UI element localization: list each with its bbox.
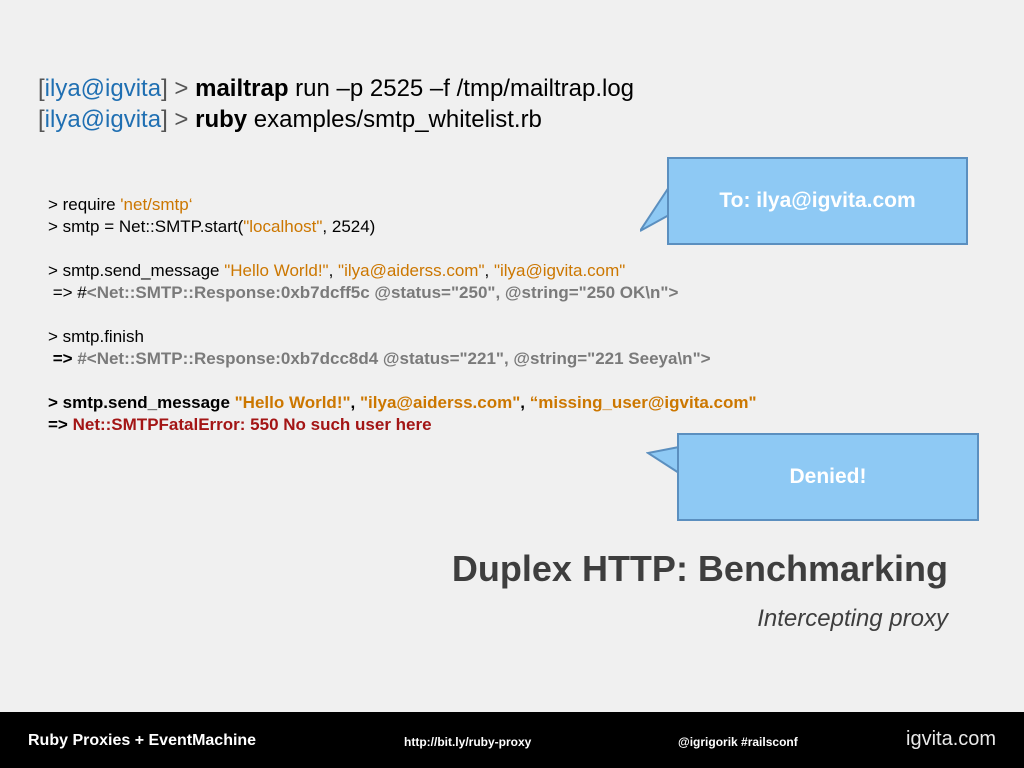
code-string: "localhost" <box>243 217 323 236</box>
code-text: => # <box>48 283 87 302</box>
code-text: , <box>350 393 360 412</box>
slide-title: Duplex HTTP: Benchmarking <box>451 548 948 589</box>
command-program: ruby <box>195 106 248 133</box>
code-response: <Net::SMTP::Response:0xb7dcff5c @status=… <box>86 283 679 302</box>
irb-session: > require 'net/smtp‘> smtp = Net::SMTP.s… <box>48 194 757 436</box>
bracket-close: ] <box>161 106 168 133</box>
footer-bar: Ruby Proxies + EventMachine http://bit.l… <box>0 712 1024 768</box>
code-arrow: => <box>48 349 78 368</box>
footer-talk-title: Ruby Proxies + EventMachine <box>28 732 257 749</box>
command-program: mailtrap <box>195 75 289 102</box>
slide-subtitle: Intercepting proxy <box>757 605 948 632</box>
command-args: examples/smtp_whitelist.rb <box>253 106 542 133</box>
code-response: #<Net::SMTP::Response:0xb7dcc8d4 @status… <box>77 349 711 368</box>
code-line: > smtp.finish <box>48 326 757 348</box>
code-text: , 2524) <box>322 217 376 236</box>
prompt-host: ilya@igvita <box>44 106 162 133</box>
blank-line <box>48 370 757 392</box>
code-string: "ilya@igvita.com" <box>493 261 626 280</box>
command-args: run –p 2525 –f /tmp/mailtrap.log <box>295 75 635 102</box>
code-text: , <box>484 261 494 280</box>
code-line: > smtp = Net::SMTP.start("localhost", 25… <box>48 216 757 238</box>
code-line: => Net::SMTPFatalError: 550 No such user… <box>48 414 757 436</box>
code-text: > smtp = Net::SMTP.start( <box>48 217 244 236</box>
code-string: "Hello World!" <box>234 393 351 412</box>
code-line: > smtp.send_message "Hello World!", "ily… <box>48 260 757 282</box>
code-text: > smtp.send_message <box>48 261 225 280</box>
callout-text: To: ilya@igvita.com <box>719 189 916 212</box>
code-string: "ilya@aiderss.com" <box>338 261 485 280</box>
prompt-symbol: > <box>174 75 189 102</box>
code-line: > smtp.send_message "Hello World!", "ily… <box>48 392 757 414</box>
code-text: , <box>520 393 530 412</box>
code-string: “missing_user@igvita.com" <box>529 393 757 412</box>
error-message: Net::SMTPFatalError: 550 No such user he… <box>72 415 432 434</box>
code-string: "ilya@aiderss.com" <box>360 393 521 412</box>
callout-denied: Denied! <box>677 433 979 521</box>
code-text: > smtp.finish <box>48 327 144 346</box>
prompt-host: ilya@igvita <box>44 75 162 102</box>
code-text: , <box>328 261 339 280</box>
code-line: > require 'net/smtp‘ <box>48 194 757 216</box>
callout-to-address: To: ilya@igvita.com <box>667 157 968 245</box>
code-string: "Hello World!" <box>224 261 329 280</box>
blank-line <box>48 238 757 260</box>
prompt-symbol: > <box>174 106 189 133</box>
bracket-close: ] <box>161 75 168 102</box>
code-line: => #<Net::SMTP::Response:0xb7dcff5c @sta… <box>48 282 757 304</box>
callout-text: Denied! <box>789 465 867 488</box>
bracket-open: [ <box>38 106 45 133</box>
code-arrow: => <box>48 415 73 434</box>
igvita-logo: igvita.com <box>906 728 997 750</box>
bracket-open: [ <box>38 75 45 102</box>
footer-link[interactable]: http://bit.ly/ruby-proxy <box>404 735 532 749</box>
command-line-2: [ilya@igvita] > ruby examples/smtp_white… <box>38 105 542 135</box>
code-text: > smtp.send_message <box>48 393 235 412</box>
code-text: > require <box>48 195 121 214</box>
blank-line <box>48 304 757 326</box>
code-line: => #<Net::SMTP::Response:0xb7dcc8d4 @sta… <box>48 348 757 370</box>
footer-handles: @igrigorik #railsconf <box>678 735 798 749</box>
command-line-1: [ilya@igvita] > mailtrap run –p 2525 –f … <box>38 74 634 104</box>
code-string: 'net/smtp‘ <box>120 195 193 214</box>
